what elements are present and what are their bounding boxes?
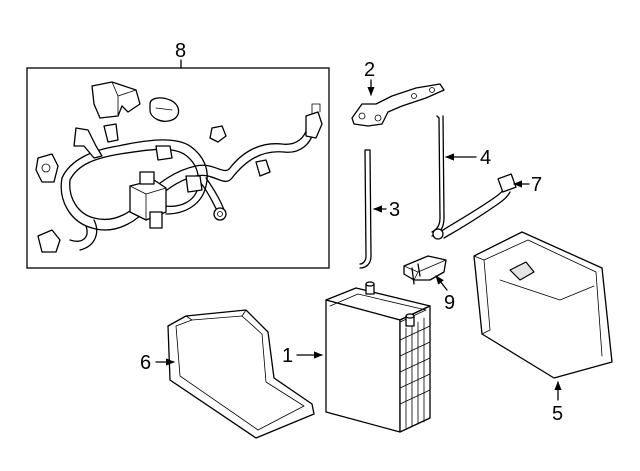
callout-3: 3	[389, 199, 400, 221]
cable-harness-illustration	[35, 81, 323, 253]
cable-harness-group: 8	[26, 40, 330, 269]
battery-group: 1	[282, 281, 431, 433]
battery-tray	[167, 309, 315, 439]
callout-8: 8	[175, 40, 186, 62]
battery-insulator	[473, 231, 613, 379]
sensor-bracket-group: 9	[403, 255, 455, 314]
hold-down-rod-left-group: 3	[359, 149, 400, 269]
callout-4: 4	[480, 147, 491, 169]
insulator-group: 5	[473, 231, 613, 425]
negative-cable	[439, 185, 511, 239]
hold-down-bracket-group: 2	[351, 59, 445, 127]
callout-6: 6	[140, 352, 151, 374]
hold-down-rod-right	[431, 115, 445, 237]
callout-5: 5	[552, 403, 563, 425]
callout-2: 2	[364, 59, 375, 81]
negative-cable-group: 7	[432, 173, 542, 240]
cable-harness-frame	[26, 67, 330, 269]
hold-down-rod-left	[359, 149, 372, 269]
callout-7: 7	[531, 174, 542, 196]
sensor-bracket	[403, 255, 447, 281]
callout-9: 9	[444, 292, 455, 314]
callout-1: 1	[282, 345, 293, 367]
tray-group: 6	[140, 309, 315, 439]
hold-down-bracket	[351, 83, 445, 127]
